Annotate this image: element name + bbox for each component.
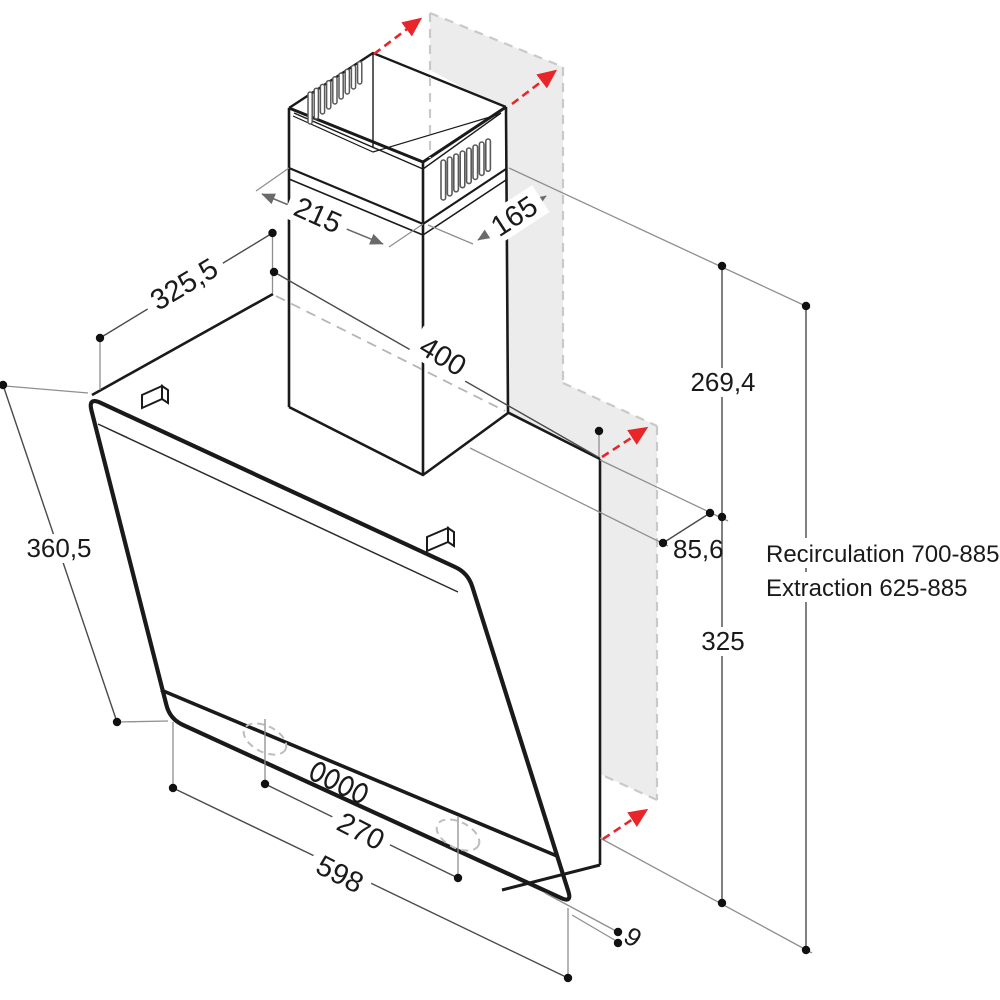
vent-slots-right <box>440 138 492 201</box>
fixing-points <box>242 722 481 852</box>
chimney-right-edge <box>504 106 510 414</box>
chimney <box>287 51 510 477</box>
label-bg <box>282 187 354 243</box>
label-bg <box>325 802 397 860</box>
dimension-325-5-label: 325,5 <box>145 252 224 317</box>
chimney-fill <box>289 53 508 475</box>
hidden-edges <box>275 13 506 412</box>
label-bg <box>478 185 550 247</box>
label-bg <box>304 845 376 903</box>
label-bg <box>684 368 762 397</box>
label-bg <box>407 325 479 387</box>
dimension-85-6: 85,6 <box>673 534 724 564</box>
airflow-arrow-middle <box>601 426 649 459</box>
airflow-arrows <box>373 17 649 841</box>
hood-body <box>88 292 602 905</box>
recirculation-note: Recirculation 700-885 <box>766 541 999 568</box>
label-bg <box>762 538 1000 568</box>
label-bg <box>696 627 750 656</box>
dimension-269-4: 269,4 <box>684 367 762 397</box>
chimney-inner-bottom <box>292 113 501 153</box>
hood-bottom-edge <box>501 863 601 892</box>
height-range-note: Recirculation 700-885 Extraction 625-885 <box>762 538 1000 602</box>
hood-top-back-hidden-edge <box>275 295 506 412</box>
chimney-section-joint-lower <box>288 178 507 236</box>
dimension-325: 325 <box>696 626 750 656</box>
label-bg <box>138 247 230 321</box>
wall-strip-dashed-border <box>429 11 659 802</box>
hood-top-back-edge <box>504 409 601 461</box>
extension-lines <box>4 167 813 978</box>
label-bg <box>18 534 100 563</box>
chimney-base-edges <box>288 405 509 477</box>
dimension-360-5: 360,5 <box>18 533 100 563</box>
glass-inner-top-line <box>97 423 459 593</box>
mounting-bracket-left <box>141 384 169 410</box>
dimension-325-5: 325,5 <box>138 247 230 321</box>
dimension-598: 598 <box>304 845 376 903</box>
dimension-85-6-label: 85,6 <box>673 534 724 564</box>
airflow-arrow-top-left <box>373 17 423 56</box>
airflow-arrow-top-right <box>511 69 558 106</box>
extraction-note: Extraction 625-885 <box>766 575 967 602</box>
dimension-360-5-label: 360,5 <box>26 533 91 563</box>
hood-fill <box>88 293 600 905</box>
mounting-bracket-right <box>426 526 455 553</box>
dimension-269-4-label: 269,4 <box>690 367 755 397</box>
vent-slots-top-left <box>307 60 363 125</box>
dimension-9-label: 9 <box>618 921 647 954</box>
control-strip-top-line <box>160 688 558 858</box>
airflow-arrow-bottom <box>602 808 649 841</box>
control-buttons <box>310 761 368 804</box>
dimension-325-label: 325 <box>701 626 744 656</box>
label-bg <box>762 572 1000 602</box>
hood-top-left-edge <box>91 292 274 397</box>
dimension-dots <box>0 228 811 983</box>
dimension-9: 9 <box>618 921 647 954</box>
glass-front-panel <box>88 399 572 902</box>
